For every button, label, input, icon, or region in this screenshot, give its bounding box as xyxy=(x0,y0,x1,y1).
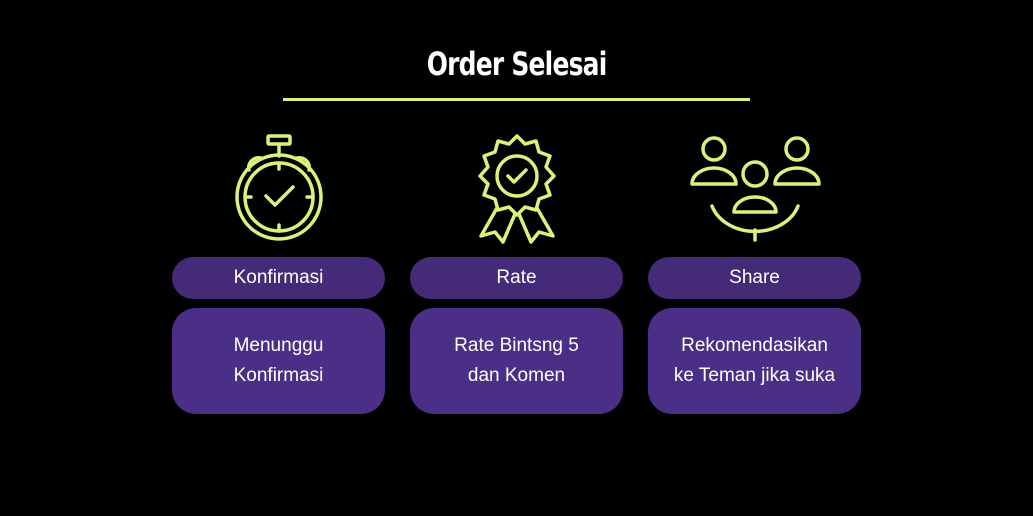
step-label: Rate xyxy=(496,267,537,288)
step-description-line: Menunggu xyxy=(233,335,324,356)
step-description-box: Menunggu Konfirmasi xyxy=(172,308,385,414)
step-description-box: Rate Bintsng 5 dan Komen xyxy=(410,308,623,414)
step-label-pill: Share xyxy=(648,257,861,299)
stopwatch-check-icon xyxy=(172,128,385,246)
page-title: Order Selesai xyxy=(426,45,608,83)
step-label: Konfirmasi xyxy=(233,267,324,288)
step-label: Share xyxy=(729,267,780,288)
title-divider xyxy=(283,98,750,101)
step-konfirmasi: Konfirmasi Menunggu Konfirmasi xyxy=(172,0,385,516)
step-description-box: Rekomendasikan ke Teman jika suka xyxy=(648,308,861,414)
step-rate: Rate Rate Bintsng 5 dan Komen xyxy=(410,0,623,516)
people-share-icon xyxy=(648,128,861,246)
step-description-line: dan Komen xyxy=(467,365,566,386)
step-description-line: ke Teman jika suka xyxy=(673,365,836,386)
step-share: Share Rekomendasikan ke Teman jika suka xyxy=(648,0,861,516)
step-description-line: Rate Bintsng 5 xyxy=(454,335,579,356)
step-description-line: Konfirmasi xyxy=(233,365,324,386)
step-label-pill: Rate xyxy=(410,257,623,299)
award-badge-check-icon xyxy=(410,128,623,246)
step-label-pill: Konfirmasi xyxy=(172,257,385,299)
step-description-line: Rekomendasikan xyxy=(681,335,828,356)
